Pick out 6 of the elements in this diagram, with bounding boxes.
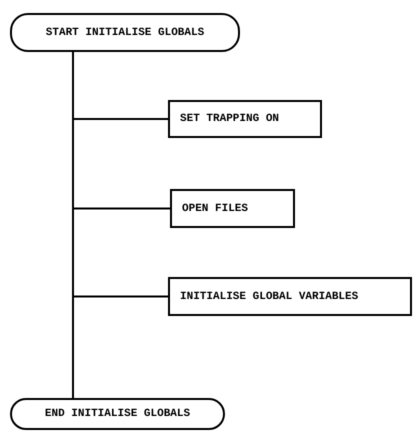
- process-box: INITIALISE GLOBAL VARIABLES: [168, 277, 412, 316]
- process-box: OPEN FILES: [170, 189, 295, 228]
- terminal-box: END INITIALISE GLOBALS: [10, 398, 225, 430]
- terminal-box: START INITIALISE GLOBALS: [10, 13, 240, 52]
- process-box: SET TRAPPING ON: [168, 100, 322, 138]
- connector-line: [72, 52, 74, 398]
